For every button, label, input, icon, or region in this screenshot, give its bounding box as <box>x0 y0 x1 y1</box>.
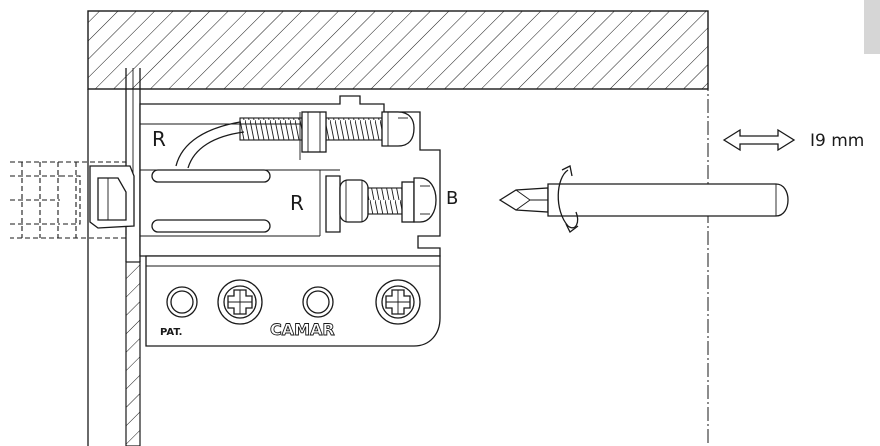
side-panel <box>125 68 141 446</box>
plate-screw-left <box>217 279 263 325</box>
label-b: B <box>446 188 458 209</box>
plate-hole-right <box>302 286 334 318</box>
brand-label: CAMAR <box>270 320 335 339</box>
pat-label: PAT. <box>160 327 182 338</box>
rotation-arrow <box>557 165 579 233</box>
dimension-arrow <box>722 128 796 152</box>
plate-screw-right <box>375 279 421 325</box>
top-panel <box>87 10 709 90</box>
plate-hole-left <box>166 286 198 318</box>
curved-arm <box>175 121 245 169</box>
label-r-mid: R <box>290 191 304 215</box>
lower-screw <box>325 175 437 233</box>
cabinet-outline <box>87 11 709 446</box>
screwdriver <box>498 183 789 217</box>
rail-hook <box>89 165 135 229</box>
label-r-top: R <box>152 127 166 151</box>
dimension-label: I9 mm <box>810 131 864 151</box>
edge-block <box>864 0 880 54</box>
mounting-plate <box>145 255 441 347</box>
top-screw <box>239 111 415 153</box>
